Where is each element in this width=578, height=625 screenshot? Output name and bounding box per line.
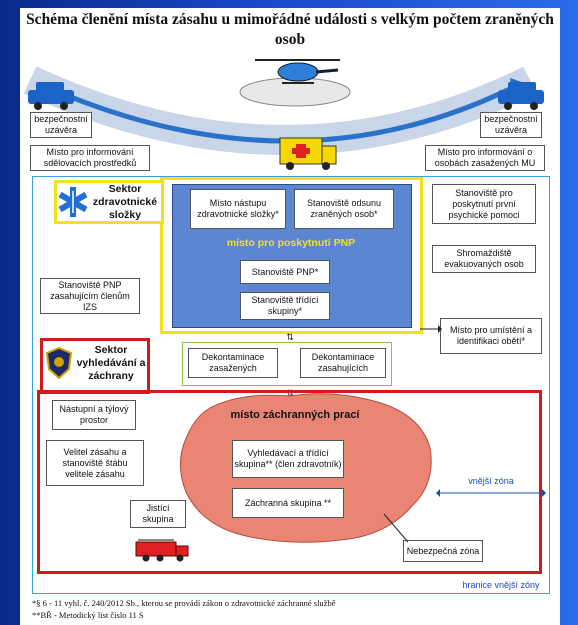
- outer-zone-arrow-icon: [436, 489, 546, 497]
- danger-zone-box: Nebezpečná zóna: [403, 540, 483, 562]
- footnote-1: *§ 6 - 11 vyhl. č. 240/2012 Sb., kterou …: [32, 598, 336, 608]
- outer-boundary-label: hranice vnější zóny: [462, 580, 540, 590]
- helicopter-icon: [255, 59, 340, 84]
- arrow-to-identification-icon: [420, 325, 442, 333]
- victim-identification-box: Místo pro umístění a identifikaci obětí*: [440, 318, 542, 354]
- evacuee-gathering-box: Shromaždiště evakuovaných osob: [432, 245, 536, 273]
- incident-command-box: Velitel zásahu a stanoviště štábu velite…: [46, 440, 144, 486]
- rescue-sector-label: Sektor vyhledávání a záchrany: [76, 344, 146, 382]
- outer-zone-frame: [32, 176, 550, 594]
- rescue-team-box: Záchranná skupina **: [232, 488, 344, 518]
- triage-post-box: Stanoviště třídící skupiny*: [240, 292, 330, 320]
- evacuation-post-box: Stanoviště odsunu zraněných osob*: [294, 189, 394, 229]
- danger-zone-pointer-icon: [383, 513, 409, 543]
- star-of-life-icon: [58, 187, 88, 217]
- left-car-icon: [28, 82, 74, 110]
- pnp-post-box: Stanoviště PNP*: [240, 260, 330, 284]
- decon-victims-box: Dekontaminace zasažených: [188, 348, 278, 378]
- health-sector-frame: [160, 177, 423, 334]
- izs-pnp-box: Stanoviště PNP zasahujícím členům IZS: [40, 278, 140, 314]
- top-graphics: [23, 59, 544, 170]
- outer-zone-label: vnější zóna: [468, 476, 514, 486]
- media-info-box: Místo pro informování sdělovacích prostř…: [30, 145, 150, 171]
- footnote-2: **BŘ - Metodický list číslo 11 S: [32, 610, 144, 620]
- victim-info-box: Místo pro informování o osobách zasažený…: [425, 145, 545, 171]
- fire-rescue-emblem-icon: [46, 347, 72, 379]
- rescue-sector-frame: [37, 390, 542, 574]
- right-car-icon: [498, 82, 544, 110]
- updown-arrow-icon-2: ⇅: [286, 388, 294, 398]
- health-entry-box: Místo nástupu zdravotnické složky*: [190, 189, 286, 229]
- left-closure-label: bezpečnostní uzávěra: [30, 112, 92, 138]
- rescue-area-title: místo záchranných prací: [230, 409, 360, 421]
- ambulance-icon: [279, 137, 337, 170]
- safety-team-box: Jistící skupina: [130, 500, 186, 528]
- search-triage-box: Vyhledávací a třídící skupina** (člen zd…: [232, 440, 344, 478]
- psych-aid-box: Stanoviště pro poskytnutí první psychick…: [432, 184, 536, 224]
- decon-responders-box: Dekontaminace zasahujících: [300, 348, 386, 378]
- fire-truck-icon: [135, 539, 189, 562]
- health-sector-label: Sektor zdravotnické složky: [92, 183, 158, 221]
- pnp-area-title: místo pro poskytnutí PNP: [226, 237, 356, 249]
- diagram-title: Schéma členění místa zásahu u mimořádné …: [26, 11, 554, 48]
- right-closure-label: bezpečnostní uzávěra: [480, 112, 542, 138]
- staging-area-box: Nástupní a týlový prostor: [52, 400, 136, 430]
- updown-arrow-icon: ⇅: [286, 332, 294, 342]
- decon-frame: [182, 342, 392, 386]
